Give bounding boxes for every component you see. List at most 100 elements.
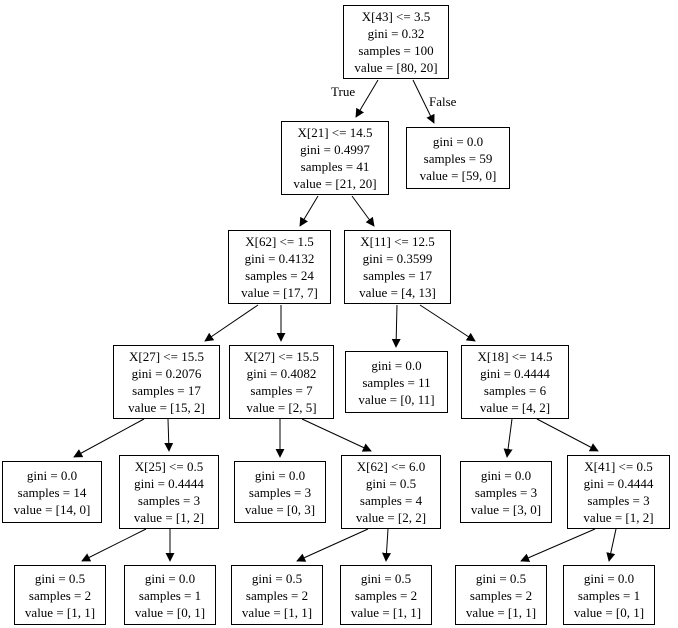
- tree-node: X[27] <= 15.5 gini = 0.4082 samples = 7 …: [229, 345, 334, 419]
- node-samples: samples = 11: [362, 374, 431, 390]
- tree-edge: [355, 79, 379, 118]
- node-samples: samples = 2: [469, 587, 533, 603]
- node-split-condition: X[62] <= 1.5: [245, 234, 314, 249]
- tree-edge: [204, 304, 259, 342]
- node-value: value = [21, 20]: [293, 176, 377, 191]
- node-value: value = [0, 3]: [244, 501, 316, 517]
- node-gini: gini = 0.5: [360, 570, 412, 586]
- tree-node: X[21] <= 14.5 gini = 0.4997 samples = 41…: [281, 121, 389, 195]
- edge-label-false: False: [429, 94, 457, 109]
- tree-edge: [419, 304, 476, 342]
- tree-edge: [73, 418, 145, 458]
- node-split-condition: X[43] <= 3.5: [361, 9, 431, 24]
- tree-node: X[27] <= 15.5 gini = 0.2076 samples = 17…: [113, 345, 220, 419]
- node-split-condition: X[62] <= 6.0: [356, 459, 426, 474]
- node-gini: gini = 0.0: [480, 467, 532, 483]
- node-gini: gini = 0.5: [34, 570, 86, 586]
- node-value: value = [0, 1]: [134, 604, 206, 620]
- node-samples: samples = 3: [137, 493, 201, 508]
- node-samples: samples = 7: [250, 383, 313, 398]
- tree-node-leaf: gini = 0.0 samples = 1 value = [0, 1]: [124, 565, 216, 625]
- tree-node-leaf: gini = 0.0 samples = 14 value = [14, 0]: [2, 461, 102, 523]
- node-samples: samples = 3: [248, 484, 312, 500]
- tree-edge: [606, 528, 617, 562]
- node-value: value = [14, 0]: [13, 501, 91, 517]
- node-gini: gini = 0.5: [251, 570, 303, 586]
- tree-edge: [536, 418, 599, 452]
- node-value: value = [1, 2]: [133, 510, 205, 525]
- node-samples: samples = 17: [363, 268, 432, 283]
- tree-node: X[62] <= 6.0 gini = 0.5 samples = 4 valu…: [341, 455, 441, 529]
- tree-node: X[62] <= 1.5 gini = 0.4132 samples = 24 …: [228, 230, 331, 304]
- tree-node-leaf: gini = 0.0 samples = 1 value = [0, 1]: [563, 565, 655, 625]
- node-split-condition: X[18] <= 14.5: [477, 349, 553, 364]
- tree-node-leaf: gini = 0.0 samples = 59 value = [59, 0]: [406, 127, 510, 189]
- tree-node: X[25] <= 0.5 gini = 0.4444 samples = 3 v…: [119, 455, 219, 529]
- node-gini: gini = 0.32: [367, 26, 425, 41]
- node-value: value = [1, 1]: [24, 604, 96, 620]
- node-gini: gini = 0.0: [371, 357, 422, 373]
- node-gini: gini = 0.4132: [244, 251, 315, 266]
- node-split-condition: X[27] <= 15.5: [244, 349, 319, 364]
- node-samples: samples = 2: [354, 587, 418, 603]
- tree-edge: [301, 418, 372, 452]
- node-gini: gini = 0.4997: [300, 142, 370, 157]
- node-gini: gini = 0.4444: [480, 366, 550, 381]
- tree-edge: [299, 195, 319, 227]
- tree-edge: [503, 418, 513, 458]
- node-split-condition: X[41] <= 0.5: [584, 459, 653, 474]
- node-samples: samples = 4: [359, 493, 423, 508]
- node-samples: samples = 1: [138, 587, 202, 603]
- node-gini: gini = 0.4444: [134, 476, 204, 491]
- tree-node-leaf: gini = 0.0 samples = 11 value = [0, 11]: [345, 351, 448, 413]
- node-samples: samples = 3: [587, 493, 650, 508]
- node-value: value = [3, 0]: [470, 501, 542, 517]
- node-value: value = [1, 1]: [465, 604, 537, 620]
- tree-node-leaf: gini = 0.5 samples = 2 value = [1, 1]: [455, 565, 547, 625]
- node-samples: samples = 17: [132, 383, 201, 398]
- node-value: value = [17, 7]: [241, 285, 318, 300]
- node-split-condition: X[11] <= 12.5: [360, 234, 435, 249]
- node-value: value = [59, 0]: [419, 167, 497, 183]
- tree-node-leaf: gini = 0.5 samples = 2 value = [1, 1]: [231, 565, 323, 625]
- node-value: value = [80, 20]: [354, 60, 438, 75]
- tree-edge: [391, 304, 401, 348]
- node-gini: gini = 0.0: [144, 570, 196, 586]
- node-value: value = [0, 1]: [573, 604, 645, 620]
- tree-edge: [164, 418, 174, 452]
- tree-edge: [81, 528, 147, 562]
- tree-node-leaf: gini = 0.5 samples = 2 value = [1, 1]: [14, 565, 106, 625]
- node-gini: gini = 0.0: [583, 570, 635, 586]
- node-value: value = [1, 2]: [583, 510, 654, 525]
- tree-node: X[18] <= 14.5 gini = 0.4444 samples = 6 …: [461, 345, 569, 419]
- node-gini: gini = 0.0: [432, 133, 484, 149]
- tree-node-leaf: gini = 0.5 samples = 2 value = [1, 1]: [340, 565, 432, 625]
- node-samples: samples = 100: [358, 43, 434, 58]
- node-value: value = [4, 2]: [479, 400, 551, 415]
- node-gini: gini = 0.5: [365, 476, 417, 491]
- node-value: value = [2, 2]: [355, 510, 427, 525]
- node-samples: samples = 59: [423, 150, 493, 166]
- tree-node-leaf: gini = 0.0 samples = 3 value = [0, 3]: [234, 461, 326, 523]
- node-samples: samples = 2: [245, 587, 309, 603]
- node-value: value = [4, 13]: [359, 285, 436, 300]
- node-gini: gini = 0.2076: [131, 366, 202, 381]
- edge-label-true: True: [331, 84, 356, 99]
- node-split-condition: X[27] <= 15.5: [129, 349, 204, 364]
- tree-node: X[41] <= 0.5 gini = 0.4444 samples = 3 v…: [567, 455, 670, 529]
- node-value: value = [2, 5]: [246, 400, 317, 415]
- node-samples: samples = 24: [245, 268, 314, 283]
- node-samples: samples = 1: [577, 587, 641, 603]
- node-value: value = [1, 1]: [241, 604, 313, 620]
- node-samples: samples = 3: [474, 484, 538, 500]
- tree-node-leaf: gini = 0.0 samples = 3 value = [3, 0]: [460, 461, 552, 523]
- node-value: value = [0, 11]: [358, 391, 435, 407]
- node-gini: gini = 0.4444: [583, 476, 654, 491]
- node-split-condition: X[21] <= 14.5: [297, 125, 373, 140]
- node-samples: samples = 6: [483, 383, 547, 398]
- node-gini: gini = 0.0: [26, 467, 78, 483]
- node-split-condition: X[25] <= 0.5: [134, 459, 204, 474]
- node-samples: samples = 14: [17, 484, 87, 500]
- node-gini: gini = 0.0: [254, 467, 306, 483]
